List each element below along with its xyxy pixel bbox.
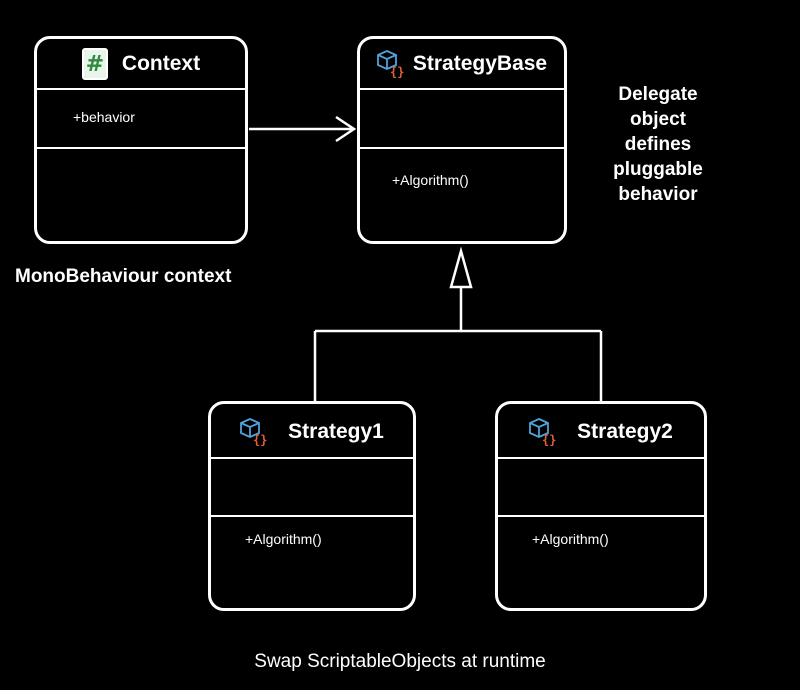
svg-text:{}: {}	[390, 65, 404, 79]
strategy2-divider-1	[498, 457, 704, 459]
strategy2-header: {} Strategy2	[498, 404, 704, 460]
strategybase-class-box[interactable]: {} StrategyBase +Algorithm()	[357, 36, 567, 244]
delegate-note-line-3: defines	[624, 134, 692, 155]
delegate-note-line-5: behavior	[618, 184, 698, 205]
strategy2-class-name: Strategy2	[577, 420, 673, 443]
delegate-note-line-2: object	[630, 109, 686, 130]
strategybase-divider-1	[360, 88, 564, 90]
cube-braces-icon: {}	[240, 418, 268, 447]
strategy1-method-algorithm: +Algorithm()	[245, 531, 322, 547]
context-class-box[interactable]: # Context +behavior	[34, 36, 248, 244]
context-class-name: Context	[121, 52, 201, 75]
strategy2-class-box[interactable]: {} Strategy2 +Algorithm()	[495, 401, 707, 611]
strategy1-header: {} Strategy1	[211, 404, 413, 460]
svg-text:{}: {}	[542, 433, 556, 447]
delegate-note: Delegate object defines pluggable behavi…	[598, 82, 718, 207]
strategybase-divider-2	[360, 147, 564, 149]
bottom-caption: Swap ScriptableObjects at runtime	[254, 651, 546, 672]
hash-script-icon: #	[81, 48, 108, 80]
strategy2-divider-2	[498, 515, 704, 517]
strategy2-method-algorithm: +Algorithm()	[532, 531, 609, 547]
association-arrowhead	[335, 115, 357, 143]
strategybase-header: {} StrategyBase	[360, 39, 564, 89]
context-header: # Context	[37, 39, 245, 89]
svg-text:{}: {}	[253, 433, 267, 447]
context-divider-1	[37, 88, 245, 90]
strategy1-divider-2	[211, 515, 413, 517]
cube-braces-icon: {}	[376, 50, 404, 79]
context-member-behavior: +behavior	[73, 109, 135, 125]
strategy1-class-box[interactable]: {} Strategy1 +Algorithm()	[208, 401, 416, 611]
context-caption: MonoBehaviour context	[15, 266, 232, 287]
strategy1-class-name: Strategy1	[288, 420, 384, 443]
delegate-note-line-4: pluggable	[613, 159, 703, 180]
inheritance-triangle	[449, 246, 473, 289]
strategybase-method-algorithm: +Algorithm()	[392, 172, 469, 188]
cube-braces-icon: {}	[529, 418, 557, 447]
strategybase-class-name: StrategyBase	[412, 52, 548, 75]
context-divider-2	[37, 147, 245, 149]
strategy1-divider-1	[211, 457, 413, 459]
delegate-note-line-1: Delegate	[618, 84, 698, 105]
